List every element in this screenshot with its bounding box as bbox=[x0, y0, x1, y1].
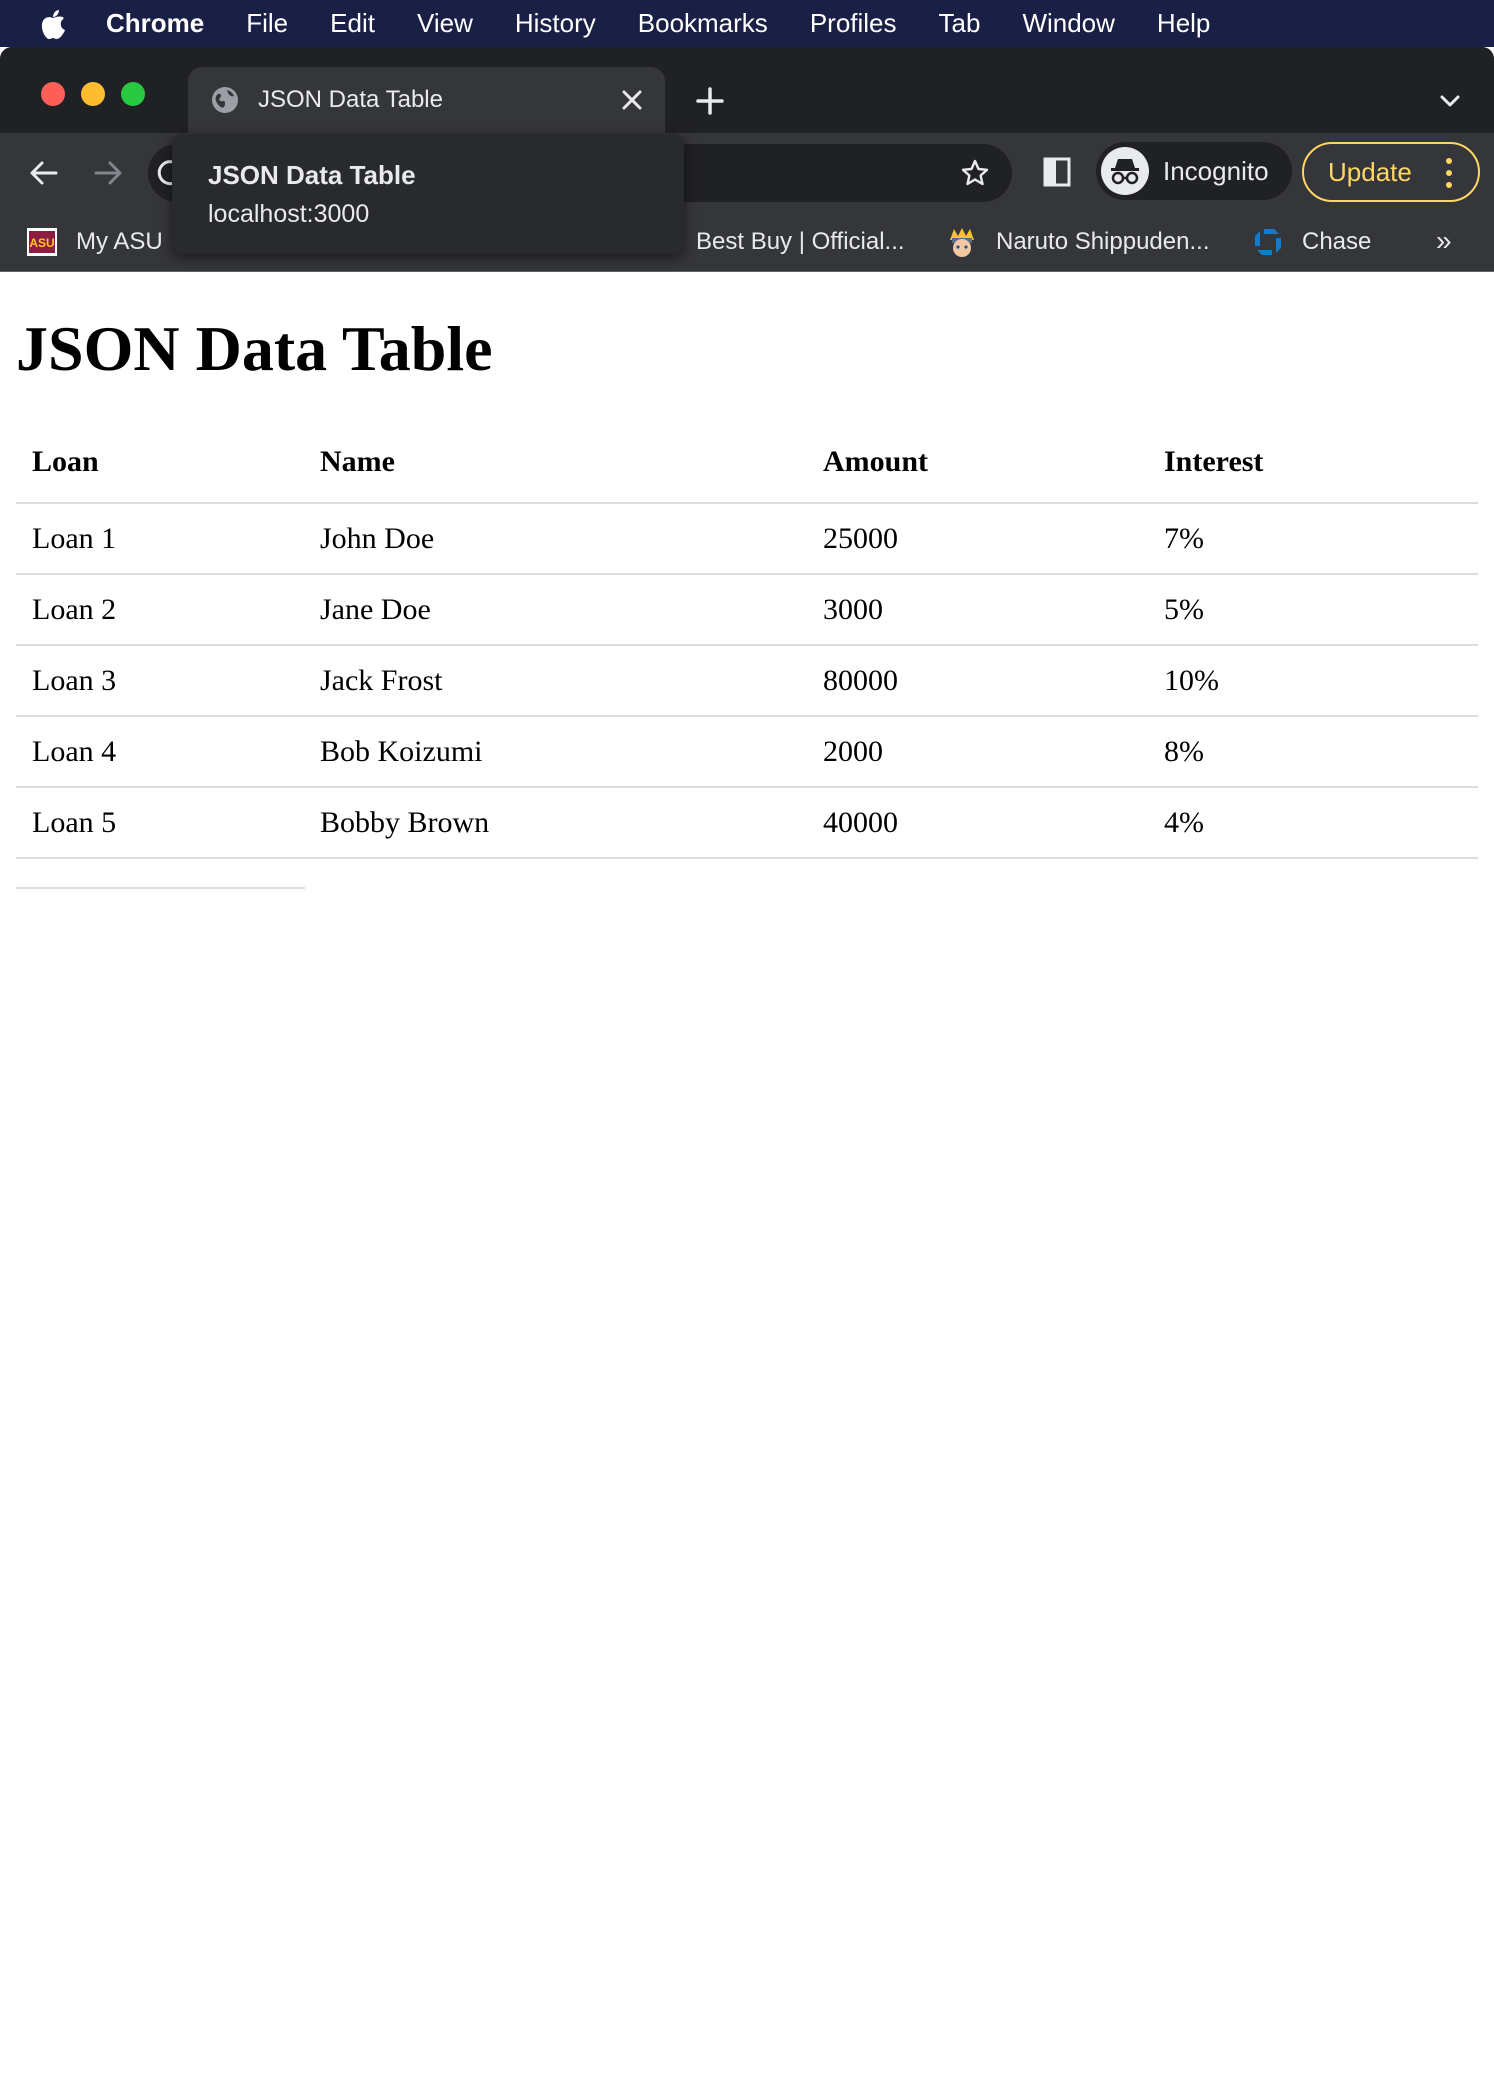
bookmark-label: Best Buy | Official... bbox=[696, 228, 905, 255]
tab-close-icon[interactable] bbox=[619, 87, 645, 113]
menu-file[interactable]: File bbox=[246, 8, 289, 38]
menu-view[interactable]: View bbox=[416, 8, 473, 38]
apple-menu[interactable] bbox=[0, 8, 106, 40]
svg-text:ASU: ASU bbox=[29, 236, 54, 250]
cell-name: Bobby Brown bbox=[304, 787, 807, 859]
chase-favicon-icon bbox=[1252, 226, 1284, 258]
header-name: Name bbox=[304, 422, 807, 504]
window-close-button[interactable] bbox=[41, 82, 65, 106]
macos-menu-bar: Chrome File Edit View History Bookmarks … bbox=[0, 0, 1494, 47]
header-amount: Amount bbox=[807, 422, 1148, 504]
tab-json-data-table[interactable]: JSON Data Table bbox=[188, 67, 665, 133]
cell-interest: 4% bbox=[1148, 787, 1478, 859]
hover-card-title: JSON Data Table bbox=[208, 160, 416, 190]
tab-search-chevron-down-icon[interactable] bbox=[1436, 87, 1464, 115]
menu-chrome[interactable]: Chrome bbox=[106, 8, 205, 38]
incognito-icon bbox=[1101, 147, 1149, 195]
update-label: Update bbox=[1328, 156, 1412, 187]
header-interest: Interest bbox=[1148, 422, 1478, 504]
menu-history[interactable]: History bbox=[514, 8, 596, 38]
new-tab-plus-icon[interactable] bbox=[694, 85, 726, 117]
bookmark-my-asu[interactable]: ASU My ASU bbox=[26, 225, 163, 259]
cell-interest: 7% bbox=[1148, 503, 1478, 575]
menu-bookmarks[interactable]: Bookmarks bbox=[637, 8, 768, 38]
bookmark-label: My ASU bbox=[76, 228, 163, 255]
tab-strip: JSON Data Table bbox=[0, 47, 1494, 133]
table-row: Loan 3 Jack Frost 80000 10% bbox=[16, 645, 1478, 717]
menu-edit[interactable]: Edit bbox=[330, 8, 375, 38]
update-button[interactable]: Update bbox=[1302, 142, 1480, 202]
bookmark-label: Naruto Shippuden... bbox=[996, 228, 1210, 255]
table-row: Loan 5 Bobby Brown 40000 4% bbox=[16, 787, 1478, 859]
tab-hover-card: JSON Data Table localhost:3000 bbox=[172, 134, 684, 254]
loans-table: Loan Name Amount Interest Loan 1 John Do… bbox=[16, 422, 1478, 859]
cell-amount: 40000 bbox=[807, 787, 1148, 859]
cell-loan: Loan 2 bbox=[16, 574, 304, 646]
cell-interest: 5% bbox=[1148, 574, 1478, 646]
apple-icon bbox=[41, 9, 65, 39]
tab-title: JSON Data Table bbox=[258, 86, 443, 113]
menu-kebab-icon bbox=[1446, 158, 1454, 188]
naruto-favicon-icon bbox=[946, 226, 978, 258]
back-arrow-icon[interactable] bbox=[26, 155, 62, 191]
divider-line bbox=[16, 887, 305, 889]
menu-profiles[interactable]: Profiles bbox=[809, 8, 897, 38]
bookmarks-bar: ASU My ASU Best Buy | Official... Naruto… bbox=[0, 213, 1494, 272]
cell-amount: 2000 bbox=[807, 716, 1148, 788]
header-loan: Loan bbox=[16, 422, 304, 504]
cell-name: Jane Doe bbox=[304, 574, 807, 646]
table-header-row: Loan Name Amount Interest bbox=[16, 422, 1478, 504]
page-title: JSON Data Table bbox=[16, 313, 493, 384]
cell-interest: 8% bbox=[1148, 716, 1478, 788]
page-content: JSON Data Table Loan Name Amount Interes… bbox=[0, 272, 1494, 2100]
menu-tab[interactable]: Tab bbox=[938, 8, 981, 38]
incognito-label: Incognito bbox=[1163, 155, 1269, 186]
globe-icon bbox=[210, 85, 240, 115]
bookmark-star-icon[interactable] bbox=[960, 158, 990, 188]
bookmark-best-buy[interactable]: Best Buy | Official... bbox=[696, 225, 905, 259]
cell-name: Jack Frost bbox=[304, 645, 807, 717]
table-row: Loan 1 John Doe 25000 7% bbox=[16, 503, 1478, 575]
asu-favicon-icon: ASU bbox=[26, 226, 58, 258]
cell-amount: 80000 bbox=[807, 645, 1148, 717]
cell-amount: 3000 bbox=[807, 574, 1148, 646]
table-row: Loan 2 Jane Doe 3000 5% bbox=[16, 574, 1478, 646]
bookmarks-overflow-button[interactable]: » bbox=[1436, 225, 1452, 256]
incognito-profile-button[interactable]: Incognito bbox=[1096, 142, 1292, 200]
cell-amount: 25000 bbox=[807, 503, 1148, 575]
bookmark-chase[interactable]: Chase bbox=[1252, 225, 1371, 259]
cell-name: Bob Koizumi bbox=[304, 716, 807, 788]
table-row: Loan 4 Bob Koizumi 2000 8% bbox=[16, 716, 1478, 788]
cell-loan: Loan 1 bbox=[16, 503, 304, 575]
cell-loan: Loan 3 bbox=[16, 645, 304, 717]
menu-help[interactable]: Help bbox=[1156, 8, 1211, 38]
cell-loan: Loan 4 bbox=[16, 716, 304, 788]
hover-card-url: localhost:3000 bbox=[208, 200, 370, 228]
bookmark-label: Chase bbox=[1302, 228, 1372, 255]
cell-interest: 10% bbox=[1148, 645, 1478, 717]
menu-window[interactable]: Window bbox=[1022, 8, 1115, 38]
bookmark-naruto[interactable]: Naruto Shippuden... bbox=[946, 225, 1209, 259]
cell-loan: Loan 5 bbox=[16, 787, 304, 859]
forward-arrow-icon[interactable] bbox=[90, 155, 126, 191]
window-zoom-button[interactable] bbox=[121, 82, 145, 106]
window-minimize-button[interactable] bbox=[81, 82, 105, 106]
cell-name: John Doe bbox=[304, 503, 807, 575]
side-panel-icon[interactable] bbox=[1040, 155, 1074, 189]
